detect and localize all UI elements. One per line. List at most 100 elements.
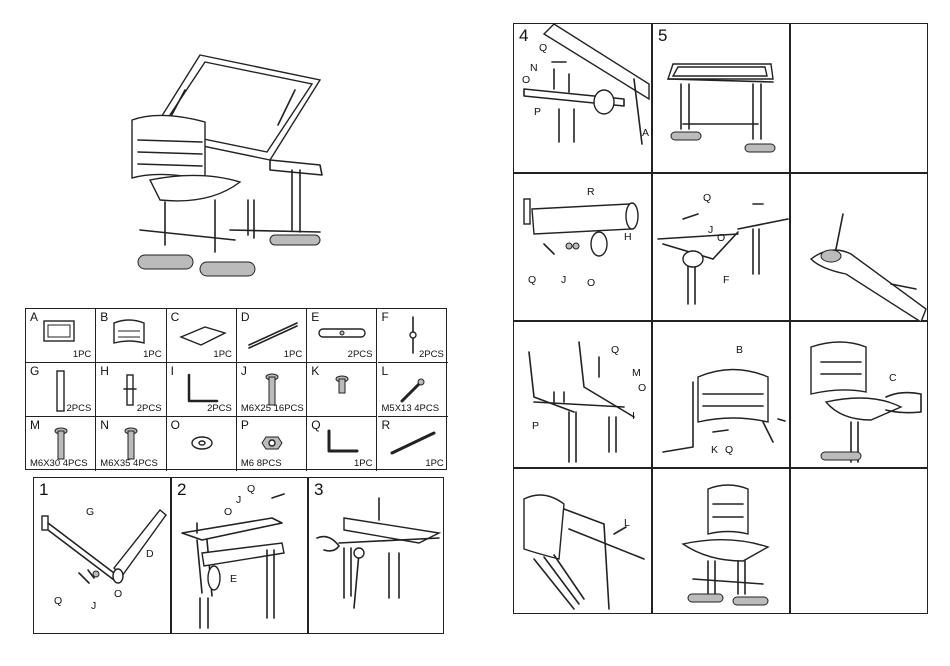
part-cell-o: O <box>167 417 237 471</box>
part-quantity: 1PC <box>213 349 231 360</box>
part-letter: A <box>30 310 38 324</box>
part-letter: K <box>311 364 319 378</box>
step-r3c-panel: C <box>790 321 928 468</box>
label-n: N <box>530 62 538 74</box>
step-r2c-panel <box>790 173 928 321</box>
step-r4b-panel <box>652 468 790 614</box>
part-cell-d: D 1PC <box>237 309 307 363</box>
step-r4a-panel: L <box>513 468 652 614</box>
part-letter: J <box>241 364 247 378</box>
step-4-panel: 4 Q N O P A <box>513 23 652 173</box>
part-cell-e: E 2PCS <box>307 309 377 363</box>
label-j: J <box>236 494 241 506</box>
part-quantity: 2PCS <box>419 349 444 360</box>
part-cell-j: J M6X25 16PCS <box>237 363 307 417</box>
part-letter: B <box>100 310 108 324</box>
label-o: O <box>114 588 122 600</box>
label-b: B <box>736 344 743 356</box>
step-3-drawing <box>309 478 445 635</box>
part-letter: M <box>30 418 40 432</box>
step-number: 4 <box>519 26 528 46</box>
part-letter: N <box>100 418 109 432</box>
label-o: O <box>522 74 530 86</box>
part-letter: D <box>241 310 250 324</box>
r2b-drawing <box>653 174 791 322</box>
part-letter: G <box>30 364 39 378</box>
label-a: A <box>642 127 649 139</box>
part-quantity: M5X13 4PCS <box>382 403 440 414</box>
label-i: I <box>632 410 635 422</box>
part-cell-c: C 1PC <box>167 309 237 363</box>
part-cell-a: A 1PC <box>26 309 96 363</box>
part-quantity: 1PC <box>73 349 91 360</box>
part-letter: L <box>382 364 389 378</box>
step-number: 3 <box>314 480 323 500</box>
part-quantity: M6X25 16PCS <box>241 403 304 414</box>
part-cell-n: N M6X35 4PCS <box>96 417 166 471</box>
part-letter: O <box>171 418 180 432</box>
part-cell-l: L M5X13 4PCS <box>378 363 448 417</box>
label-h: H <box>624 231 632 243</box>
part-letter: I <box>171 364 174 378</box>
step-number: 1 <box>39 480 48 500</box>
part-quantity: 1PC <box>284 349 302 360</box>
label-l: L <box>624 517 630 529</box>
part-quantity: 2PCS <box>207 403 232 414</box>
r4a-drawing <box>514 469 653 615</box>
part-letter: C <box>171 310 180 324</box>
part-quantity: M6X30 4PCS <box>30 458 88 469</box>
label-e: E <box>230 573 237 585</box>
step-r2b-panel: Q J O F <box>652 173 790 321</box>
part-letter: H <box>100 364 109 378</box>
part-cell-q: Q 1PC <box>307 417 377 471</box>
step-5-panel: 5 <box>652 23 790 173</box>
part-letter: Q <box>311 418 320 432</box>
label-r: R <box>587 186 595 198</box>
part-cell-b: B1PC <box>96 309 166 363</box>
label-k: K <box>711 444 718 456</box>
label-q: Q <box>54 595 62 607</box>
label-m: M <box>632 367 641 379</box>
label-f: F <box>723 274 729 286</box>
label-o: O <box>224 506 232 518</box>
part-quantity: M6X35 4PCS <box>100 458 158 469</box>
part-quantity: 2PCS <box>348 349 373 360</box>
label-c: C <box>889 372 897 384</box>
r4b-drawing <box>653 469 791 615</box>
label-o: O <box>638 382 646 394</box>
part-cell-p: P M6 8PCS <box>237 417 307 471</box>
desk-chair-illustration <box>120 40 340 285</box>
step-number: 5 <box>658 26 667 46</box>
label-o: O <box>717 232 725 244</box>
label-q: Q <box>528 274 536 286</box>
label-q: Q <box>725 444 733 456</box>
part-quantity: M6 8PCS <box>241 458 282 469</box>
step-2-panel: 2 Q J O E <box>171 477 308 634</box>
label-q: Q <box>611 344 619 356</box>
r2a-drawing <box>514 174 653 322</box>
part-cell-h: H 2PCS <box>96 363 166 417</box>
step-r3b-panel: B K Q <box>652 321 790 468</box>
label-d: D <box>146 548 154 560</box>
r3a-drawing <box>514 322 653 469</box>
part-quantity: 1PC <box>354 458 372 469</box>
r3c-drawing <box>791 322 929 469</box>
part-quantity: 1PC <box>425 458 443 469</box>
empty-panel <box>790 23 928 173</box>
step-r3a-panel: Q M O P I <box>513 321 652 468</box>
label-q: Q <box>247 483 255 495</box>
part-letter: E <box>311 310 319 324</box>
part-letter: P <box>241 418 249 432</box>
label-j: J <box>561 274 566 286</box>
step-number: 2 <box>177 480 186 500</box>
label-g: G <box>86 506 94 518</box>
step-1-panel: 1 G D Q J O <box>33 477 171 634</box>
label-j: J <box>91 600 96 612</box>
part-quantity: 2PCS <box>137 403 162 414</box>
step-5-drawing <box>653 24 791 174</box>
label-q: Q <box>703 192 711 204</box>
